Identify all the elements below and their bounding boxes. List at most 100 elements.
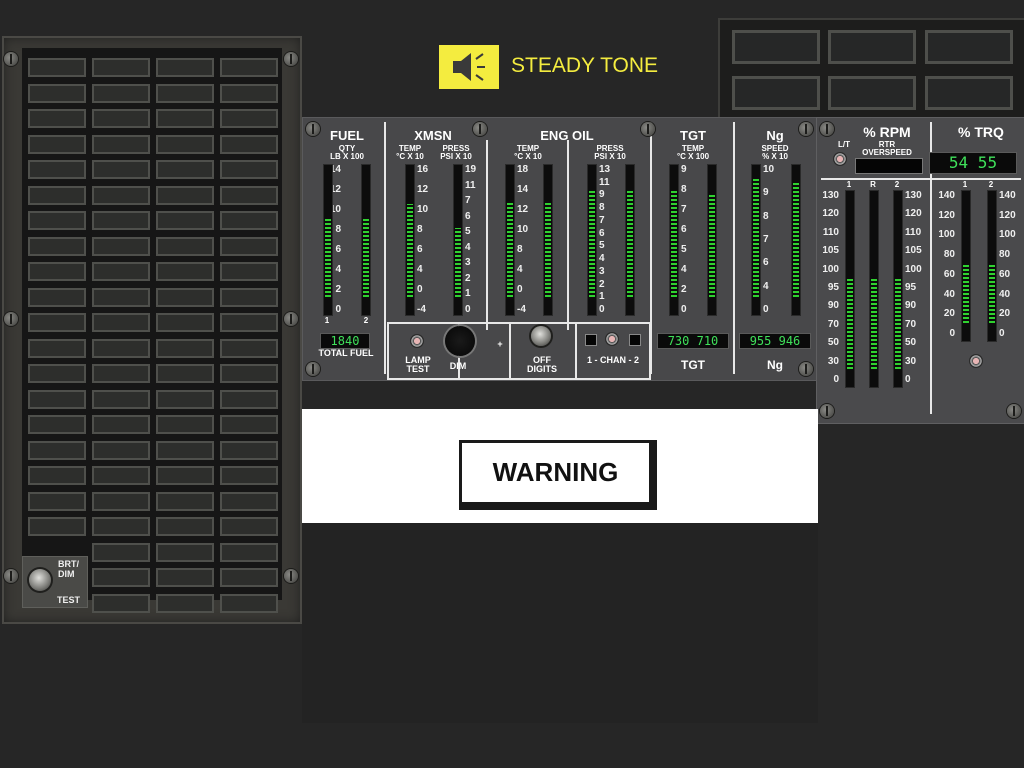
caution-capsule[interactable] <box>92 313 150 332</box>
caution-capsule[interactable] <box>28 338 86 358</box>
caution-capsule[interactable] <box>220 389 278 409</box>
lamp-test-button[interactable] <box>833 152 847 166</box>
caution-capsule[interactable] <box>220 593 278 613</box>
caution-capsule[interactable] <box>220 415 278 434</box>
caution-capsule[interactable] <box>28 134 86 154</box>
caution-capsule[interactable] <box>828 76 916 110</box>
caution-capsule[interactable] <box>156 517 214 536</box>
caution-capsule[interactable] <box>156 287 214 307</box>
caution-capsule[interactable] <box>92 211 150 230</box>
speaker-button[interactable] <box>439 45 499 89</box>
caution-capsule[interactable] <box>156 185 214 205</box>
caution-capsule[interactable] <box>220 542 278 562</box>
caution-capsule[interactable] <box>92 389 150 409</box>
caution-capsule[interactable] <box>156 83 214 103</box>
caution-capsule[interactable] <box>92 517 150 536</box>
caution-capsule[interactable] <box>28 83 86 103</box>
caution-capsule[interactable] <box>220 287 278 307</box>
caution-capsule[interactable] <box>156 134 214 154</box>
caution-capsule[interactable] <box>220 313 278 332</box>
caution-capsule[interactable] <box>92 58 150 77</box>
caution-capsule[interactable] <box>220 338 278 358</box>
caution-capsule[interactable] <box>92 134 150 154</box>
digits-toggle-switch[interactable] <box>531 326 551 346</box>
caution-capsule[interactable] <box>92 185 150 205</box>
chan-select-button[interactable] <box>605 332 619 346</box>
caution-capsule[interactable] <box>92 466 150 485</box>
lamp-test-button[interactable] <box>410 334 424 348</box>
caution-capsule[interactable] <box>156 415 214 434</box>
caution-capsule[interactable] <box>156 440 214 460</box>
caution-capsule[interactable] <box>28 389 86 409</box>
caution-capsule[interactable] <box>156 389 214 409</box>
caution-capsule[interactable] <box>220 211 278 230</box>
caution-capsule[interactable] <box>28 517 86 536</box>
caution-capsule[interactable] <box>156 262 214 281</box>
caution-capsule[interactable] <box>92 364 150 383</box>
caution-capsule[interactable] <box>828 30 916 64</box>
caution-capsule[interactable] <box>28 185 86 205</box>
caution-capsule[interactable] <box>220 134 278 154</box>
brt-dim-test-switch[interactable]: BRT/ DIM TEST <box>22 556 88 608</box>
caution-capsule[interactable] <box>156 109 214 128</box>
caution-capsule[interactable] <box>28 313 86 332</box>
caution-capsule[interactable] <box>28 364 86 383</box>
caution-capsule[interactable] <box>92 568 150 587</box>
caution-capsule[interactable] <box>28 262 86 281</box>
caution-capsule[interactable] <box>92 542 150 562</box>
caution-capsule[interactable] <box>732 76 820 110</box>
caution-capsule[interactable] <box>28 287 86 307</box>
caution-capsule[interactable] <box>220 517 278 536</box>
caution-capsule[interactable] <box>220 466 278 485</box>
caution-capsule[interactable] <box>220 440 278 460</box>
dim-knob[interactable] <box>445 326 475 356</box>
caution-capsule[interactable] <box>220 109 278 128</box>
caution-capsule[interactable] <box>156 211 214 230</box>
caution-capsule[interactable] <box>220 58 278 77</box>
caution-capsule[interactable] <box>220 262 278 281</box>
caution-capsule[interactable] <box>156 160 214 179</box>
caution-capsule[interactable] <box>156 593 214 613</box>
caution-capsule[interactable] <box>92 83 150 103</box>
caution-capsule[interactable] <box>28 211 86 230</box>
caution-capsule[interactable] <box>156 466 214 485</box>
caution-capsule[interactable] <box>220 364 278 383</box>
caution-capsule[interactable] <box>220 160 278 179</box>
caution-capsule[interactable] <box>28 491 86 511</box>
trq-test-button[interactable] <box>969 354 983 368</box>
caution-capsule[interactable] <box>92 262 150 281</box>
caution-capsule[interactable] <box>28 109 86 128</box>
caution-capsule[interactable] <box>156 542 214 562</box>
caution-capsule[interactable] <box>28 466 86 485</box>
caution-capsule[interactable] <box>28 160 86 179</box>
toggle-switch-icon[interactable] <box>29 569 51 591</box>
caution-capsule[interactable] <box>92 236 150 256</box>
caution-capsule[interactable] <box>28 58 86 77</box>
caution-capsule[interactable] <box>92 338 150 358</box>
caution-capsule[interactable] <box>156 491 214 511</box>
caution-capsule[interactable] <box>156 568 214 587</box>
caution-capsule[interactable] <box>220 568 278 587</box>
caution-capsule[interactable] <box>925 30 1013 64</box>
caution-capsule[interactable] <box>28 440 86 460</box>
caution-capsule[interactable] <box>220 83 278 103</box>
caution-capsule[interactable] <box>92 440 150 460</box>
caution-capsule[interactable] <box>925 76 1013 110</box>
caution-capsule[interactable] <box>156 364 214 383</box>
caution-capsule[interactable] <box>92 287 150 307</box>
caution-capsule[interactable] <box>92 415 150 434</box>
caution-capsule[interactable] <box>156 236 214 256</box>
caution-capsule[interactable] <box>220 185 278 205</box>
caution-capsule[interactable] <box>156 338 214 358</box>
caution-capsule[interactable] <box>156 313 214 332</box>
caution-capsule[interactable] <box>220 491 278 511</box>
caution-capsule[interactable] <box>92 109 150 128</box>
caution-capsule[interactable] <box>92 160 150 179</box>
caution-capsule[interactable] <box>92 593 150 613</box>
caution-capsule[interactable] <box>28 236 86 256</box>
caution-capsule[interactable] <box>156 58 214 77</box>
caution-capsule[interactable] <box>220 236 278 256</box>
caution-capsule[interactable] <box>732 30 820 64</box>
caution-capsule[interactable] <box>28 415 86 434</box>
caution-capsule[interactable] <box>92 491 150 511</box>
